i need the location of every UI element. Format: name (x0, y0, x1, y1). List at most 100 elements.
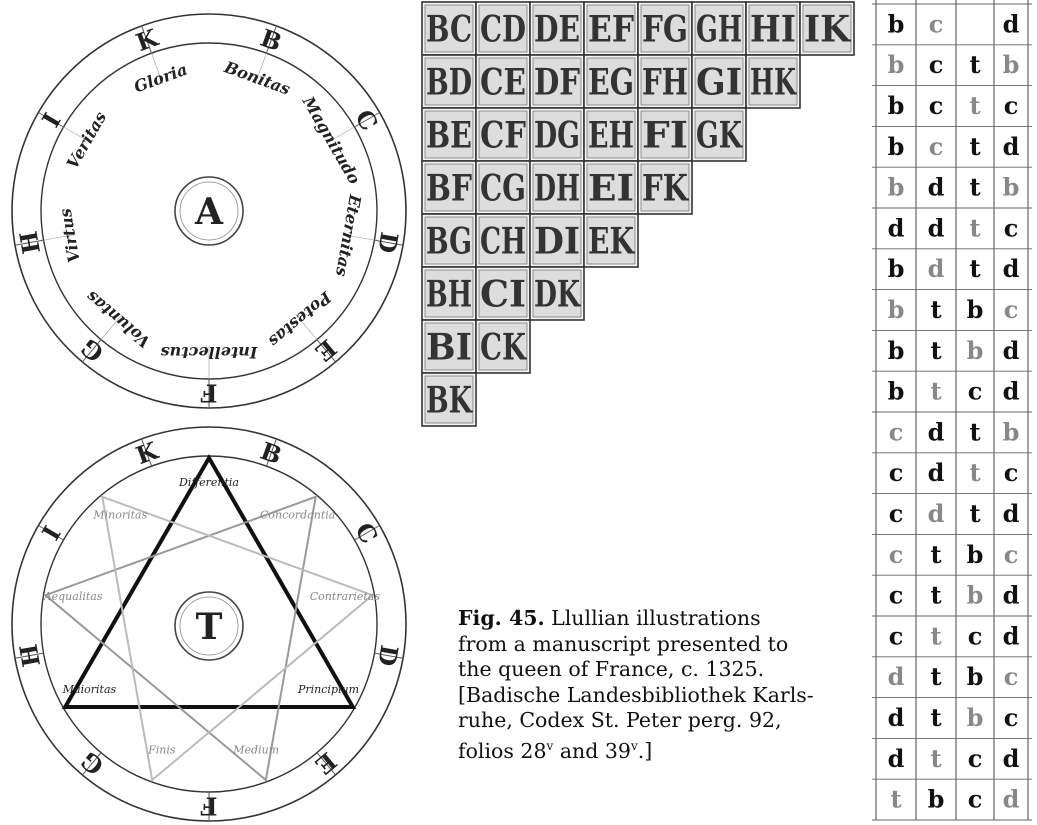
wheel-letter-c: C (349, 517, 384, 548)
svg-text:FK: FK (642, 168, 689, 210)
combo-cell-r12-c3: t (969, 458, 980, 487)
wheel-letter-d: D (372, 230, 404, 256)
combo-cell-r8-c3: b (967, 295, 984, 324)
svg-text:FG: FG (642, 9, 688, 51)
wheel-center-letter: A (194, 191, 224, 233)
triangle-green (65, 458, 353, 707)
combo-cell-r18-c4: c (1004, 703, 1019, 732)
svg-text:BC: BC (426, 9, 472, 51)
combo-cell-r5-c4: b (1003, 173, 1020, 202)
combo-cell-r17-c3: b (967, 662, 984, 691)
svg-text:EI: EI (588, 168, 634, 210)
pair-cell-bi: BI (422, 320, 476, 373)
svg-text:HI: HI (750, 9, 796, 51)
combo-cell-r14-c2: t (930, 540, 941, 569)
pair-cell-eh: EH (584, 108, 638, 161)
combo-cell-r13-c2: d (928, 499, 945, 528)
pair-cell-bf: BF (422, 161, 476, 214)
combo-cell-r8-c2: t (930, 295, 941, 324)
combo-cell-r11-c3: t (969, 417, 980, 446)
letter-pair-half-matrix: BCCDDEEFFGGHHIIKBDCEDFEGFHGIHKBECFDGEHFI… (420, 0, 860, 432)
combo-cell-r15-c2: t (930, 581, 941, 610)
svg-text:CF: CF (480, 115, 526, 157)
pair-cell-ck: CK (476, 320, 530, 373)
combo-cell-r15-c4: d (1003, 581, 1020, 610)
dignity-bonitas: Bonitas (221, 57, 293, 99)
caption-folio-text-2: and 39 (553, 738, 631, 762)
combo-cell-r3-c1: b (888, 91, 905, 120)
pair-cell-gh: GH (692, 2, 746, 55)
combo-cell-r4-c4: d (1003, 132, 1020, 161)
combo-cell-r4-c1: b (888, 132, 905, 161)
svg-text:DI: DI (534, 221, 580, 263)
pair-cell-df: DF (530, 55, 584, 108)
combo-cell-r18-c1: d (888, 703, 905, 732)
combo-cell-r1-c1: b (888, 9, 905, 38)
combo-cell-r19-c2: t (930, 744, 941, 773)
pair-cell-ch: CH (476, 214, 530, 267)
combo-cell-r10-c4: d (1003, 377, 1020, 406)
dignity-virtus: Virtus (56, 207, 84, 264)
combo-cell-r16-c3: c (968, 621, 983, 650)
combo-cell-r20-c4: d (1003, 785, 1020, 814)
combo-cell-r14-c4: c (1004, 540, 1019, 569)
pair-cell-ik: IK (800, 2, 854, 55)
pair-cell-dk: DK (530, 267, 584, 320)
triangle-label-principium: Principium (297, 683, 359, 696)
pair-cell-cg: CG (476, 161, 530, 214)
triangle-label-concordantia: Concordantia (260, 508, 335, 521)
pair-cell-dg: DG (530, 108, 584, 161)
wheel-letter-h: H (14, 229, 46, 256)
caption-folio-text-1: folios 28 (458, 738, 547, 762)
pair-cell-de: DE (530, 2, 584, 55)
combo-cell-r16-c2: t (930, 621, 941, 650)
combo-cell-r11-c4: b (1003, 417, 1020, 446)
dignity-gloria: Gloria (131, 60, 189, 97)
combo-cell-r13-c1: c (889, 499, 904, 528)
combo-cell-r10-c3: c (968, 377, 983, 406)
combo-cell-r7-c2: d (928, 254, 945, 283)
svg-text:EH: EH (588, 115, 634, 157)
pair-cell-ek: EK (584, 214, 638, 267)
combo-cell-r4-c3: t (969, 132, 980, 161)
combo-cell-r2-c3: t (969, 50, 980, 79)
combo-cell-r9-c1: b (888, 336, 905, 365)
svg-text:DG: DG (534, 115, 580, 157)
caption-line-6: folios 28v and 39v.] (458, 734, 838, 764)
svg-text:GK: GK (696, 115, 743, 157)
pair-cell-fi: FI (638, 108, 692, 161)
triangle-label-contrarietas: Contrarietas (310, 590, 381, 603)
combo-cell-r6-c4: c (1004, 213, 1019, 242)
combo-cell-r20-c1: t (890, 785, 901, 814)
combo-cell-r5-c1: b (888, 173, 905, 202)
combo-cell-r1-c4: d (1003, 9, 1020, 38)
wheel-letter-k: K (132, 435, 163, 470)
combo-cell-r2-c2: c (929, 50, 944, 79)
svg-text:IK: IK (804, 9, 852, 51)
svg-text:CK: CK (480, 327, 527, 369)
wheel-letter-e: E (310, 333, 343, 367)
combo-cell-r18-c2: t (930, 703, 941, 732)
triangle-center-letter: T (196, 606, 223, 648)
combo-cell-r2-c1: b (888, 50, 905, 79)
combo-cell-r4-c2: c (929, 132, 944, 161)
svg-text:GI: GI (696, 62, 742, 104)
triangle-label-maioritas: Maioritas (62, 683, 117, 696)
combo-cell-r6-c2: d (928, 213, 945, 242)
combo-cell-r19-c3: c (968, 744, 983, 773)
svg-text:CE: CE (480, 62, 526, 104)
combo-cell-r6-c3: t (969, 213, 980, 242)
svg-text:HK: HK (750, 62, 797, 104)
wheel-letter-d: D (372, 643, 404, 669)
combo-cell-r14-c1: c (889, 540, 904, 569)
pair-cell-ce: CE (476, 55, 530, 108)
pair-cell-hi: HI (746, 2, 800, 55)
wheel-letter-h: H (14, 642, 46, 669)
caption-verso-mark-2: v (631, 739, 638, 753)
svg-text:BH: BH (426, 274, 472, 316)
combo-cell-r9-c2: t (930, 336, 941, 365)
svg-text:BF: BF (426, 168, 472, 210)
svg-text:EG: EG (588, 62, 634, 104)
svg-text:DH: DH (534, 168, 580, 210)
